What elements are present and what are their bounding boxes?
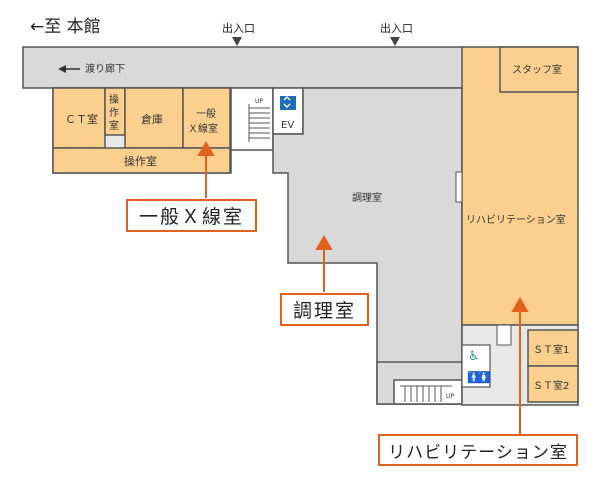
st-room-2-label: ＳＴ室2	[533, 379, 569, 392]
svg-text:🚺: 🚺	[477, 371, 491, 384]
control-room	[52, 147, 231, 174]
kitchen-area	[272, 87, 463, 405]
entrance-label-1: 出入口	[222, 22, 255, 35]
stairs-up-label-2: UP	[446, 393, 454, 400]
corridor	[22, 46, 464, 89]
staff-room-label: スタッフ室	[512, 63, 562, 76]
st-room-1	[527, 329, 579, 367]
xray-label-line1: 一般	[196, 107, 216, 120]
svg-text:室: 室	[109, 119, 119, 132]
control-room-label: 操作室	[124, 154, 157, 168]
callout-rehab: リハビリテーション室	[378, 434, 578, 466]
stairs-2	[393, 379, 463, 405]
svg-text:作: 作	[109, 107, 119, 119]
entrance-triangle-icon	[232, 37, 242, 46]
restroom-icon: 🚹	[467, 371, 481, 384]
rehab-room-label: リハビリテーション室	[466, 213, 566, 226]
st-room-2	[527, 365, 579, 403]
entrance-label-2: 出入口	[380, 22, 413, 35]
storage-label: 倉庫	[141, 112, 163, 126]
corridor-label: 渡り廊下	[85, 62, 125, 75]
xray-label-line2: Ｘ線室	[188, 122, 218, 135]
restroom	[461, 344, 491, 388]
kitchen-label: 調理室	[352, 191, 382, 204]
elevator	[272, 87, 304, 135]
ev-label: EV	[281, 120, 294, 131]
callout-kitchen: 調理室	[280, 293, 369, 326]
direction-label: ←至 本館	[30, 17, 101, 37]
ct-room-label: ＣＴ室	[65, 112, 98, 126]
arrow-left-icon	[58, 65, 66, 73]
callout-general-xray: 一般Ｘ線室	[126, 199, 257, 232]
wheelchair-icon: ♿	[468, 349, 480, 364]
control-small-label-1: 操	[109, 93, 119, 106]
staff-room	[499, 46, 579, 93]
entrance-triangle-icon	[390, 37, 400, 46]
stairs-up-label: UP	[255, 98, 263, 105]
stairs	[230, 87, 274, 151]
st-room-1-label: ＳＴ室1	[533, 343, 569, 356]
ct-room	[52, 87, 106, 149]
